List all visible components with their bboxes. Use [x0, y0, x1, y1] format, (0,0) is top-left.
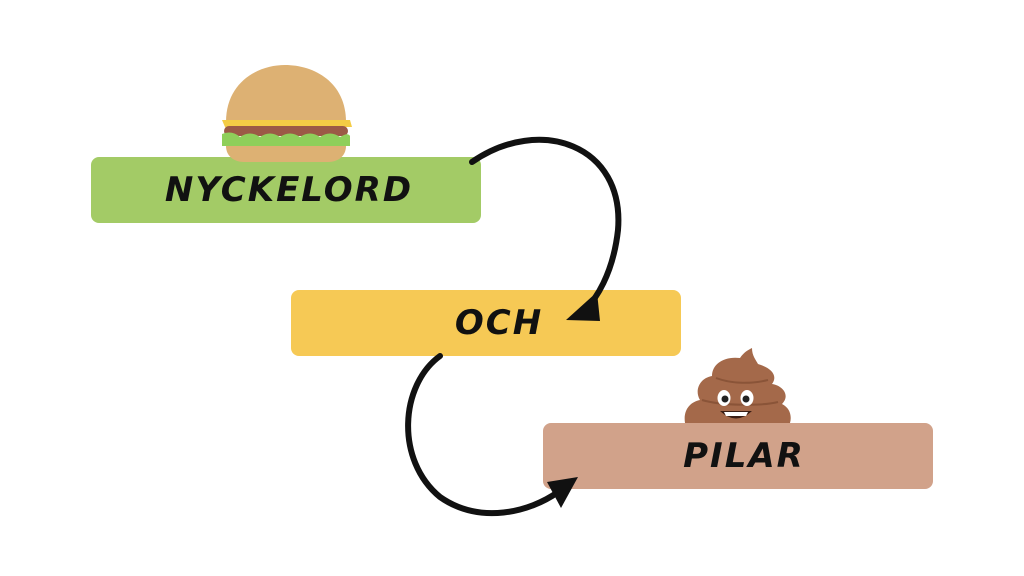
nyckelord-box: NYCKELORD	[91, 157, 481, 223]
poop-emoji-icon	[684, 348, 791, 423]
nyckelord-label: NYCKELORD	[164, 170, 414, 210]
arrow-line	[405, 353, 561, 517]
arrow-line	[469, 136, 622, 313]
pilar-box: PILAR	[543, 423, 933, 489]
burger-icon	[222, 65, 352, 162]
och-label: OCH	[454, 303, 544, 343]
pilar-label: PILAR	[683, 436, 805, 476]
och-box: OCH	[291, 290, 681, 356]
